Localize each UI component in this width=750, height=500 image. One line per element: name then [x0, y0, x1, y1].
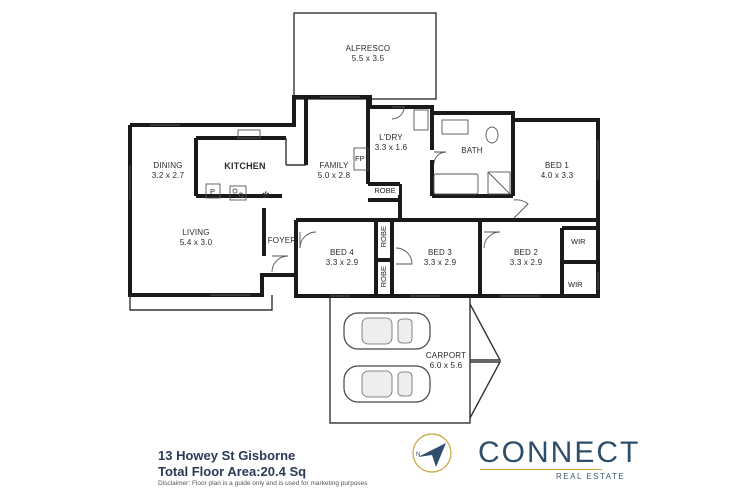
room-name: CARPORT	[425, 351, 467, 360]
brand-tagline: REAL ESTATE	[556, 472, 626, 481]
brand-divider	[480, 469, 602, 470]
pantry-label: P	[210, 187, 216, 196]
cooktop-icon	[229, 185, 247, 201]
room-name: FOYER	[267, 236, 297, 245]
robe-label-bed3: ROBE	[379, 266, 388, 288]
property-address: 13 Howey St Gisborne	[158, 448, 296, 463]
room-name: LIVING	[182, 228, 210, 237]
room-label-kitchen: KITCHEN	[218, 161, 272, 171]
room-name: L'DRY	[379, 133, 403, 142]
room-name: BED 1	[544, 161, 570, 170]
room-label-bed3: BED 3 3.3 x 2.9	[414, 248, 466, 268]
room-name: DINING	[153, 161, 183, 170]
door-bed4	[299, 231, 317, 249]
robe-label-top: ROBE	[371, 186, 399, 195]
room-name: BED 2	[513, 248, 539, 257]
room-dimensions: 3.2 x 2.7	[151, 171, 185, 180]
wir-label-top: WIR	[571, 237, 586, 246]
carport-gate-lower	[469, 361, 502, 419]
room-label-dining: DINING 3.2 x 2.7	[140, 161, 196, 181]
carport-gate-upper	[469, 303, 502, 361]
wir-label-bottom: WIR	[568, 280, 583, 289]
vanity-icon	[441, 119, 469, 135]
total-floor-area: Total Floor Area:20.4 Sq	[158, 464, 307, 479]
room-label-bed2: BED 2 3.3 x 2.9	[500, 248, 552, 268]
room-label-bed1: BED 1 4.0 x 3.3	[532, 161, 582, 181]
room-dimensions: 4.0 x 3.3	[540, 171, 574, 180]
room-label-carport: CARPORT 6.0 x 5.6	[418, 351, 474, 371]
pantry-box	[205, 183, 221, 199]
door-bed2	[483, 231, 501, 249]
room-name: KITCHEN	[224, 161, 266, 171]
room-name: FAMILY	[319, 161, 349, 170]
brand-name: CONNECT	[478, 436, 641, 469]
room-name: BED 3	[427, 248, 453, 257]
room-name: BED 4	[329, 248, 355, 257]
room-dimensions: 3.3 x 2.9	[325, 258, 359, 267]
room-label-laundry: L'DRY 3.3 x 1.6	[368, 133, 414, 153]
room-dimensions: 5.4 x 3.0	[179, 238, 213, 247]
room-dimensions: 3.3 x 2.9	[423, 258, 457, 267]
door-laundry	[391, 106, 405, 120]
room-dimensions: 5.0 x 2.8	[317, 171, 351, 180]
bathtub-icon	[433, 173, 479, 195]
exhaust-icon: ✻	[262, 190, 270, 200]
door-bath	[433, 151, 447, 165]
room-label-foyer: FOYER	[266, 236, 298, 246]
door-foyer	[271, 255, 289, 273]
room-label-bath: BATH	[452, 146, 492, 156]
room-label-bed4: BED 4 3.3 x 2.9	[316, 248, 368, 268]
car-icon-top	[343, 312, 431, 350]
room-label-alfresco: ALFRESCO 5.5 x 3.5	[333, 44, 403, 64]
door-bed3	[395, 247, 413, 265]
disclaimer-text: Disclaimer: Floor plan is a guide only a…	[158, 480, 368, 487]
porch-outline	[129, 295, 273, 311]
compass-n-arrow-icon: N	[412, 433, 452, 473]
room-name: ALFRESCO	[345, 44, 391, 53]
fireplace-box	[353, 147, 369, 171]
car-icon-bottom	[343, 365, 431, 403]
room-label-family: FAMILY 5.0 x 2.8	[306, 161, 362, 181]
robe-label-bed4: ROBE	[379, 226, 388, 248]
fireplace-label: FP	[355, 154, 365, 163]
kitchen-sink-icon	[237, 129, 261, 139]
room-dimensions: 3.3 x 1.6	[374, 143, 408, 152]
room-label-living: LIVING 5.4 x 3.0	[168, 228, 224, 248]
toilet-icon	[485, 126, 499, 144]
shower-icon	[487, 171, 511, 195]
door-bed1	[513, 199, 529, 219]
room-name: BATH	[461, 146, 483, 155]
room-dimensions: 3.3 x 2.9	[509, 258, 543, 267]
room-dimensions: 5.5 x 3.5	[351, 54, 385, 63]
svg-text:N: N	[416, 452, 420, 458]
room-dimensions: 6.0 x 5.6	[429, 361, 463, 370]
laundry-tub-icon	[413, 109, 429, 131]
